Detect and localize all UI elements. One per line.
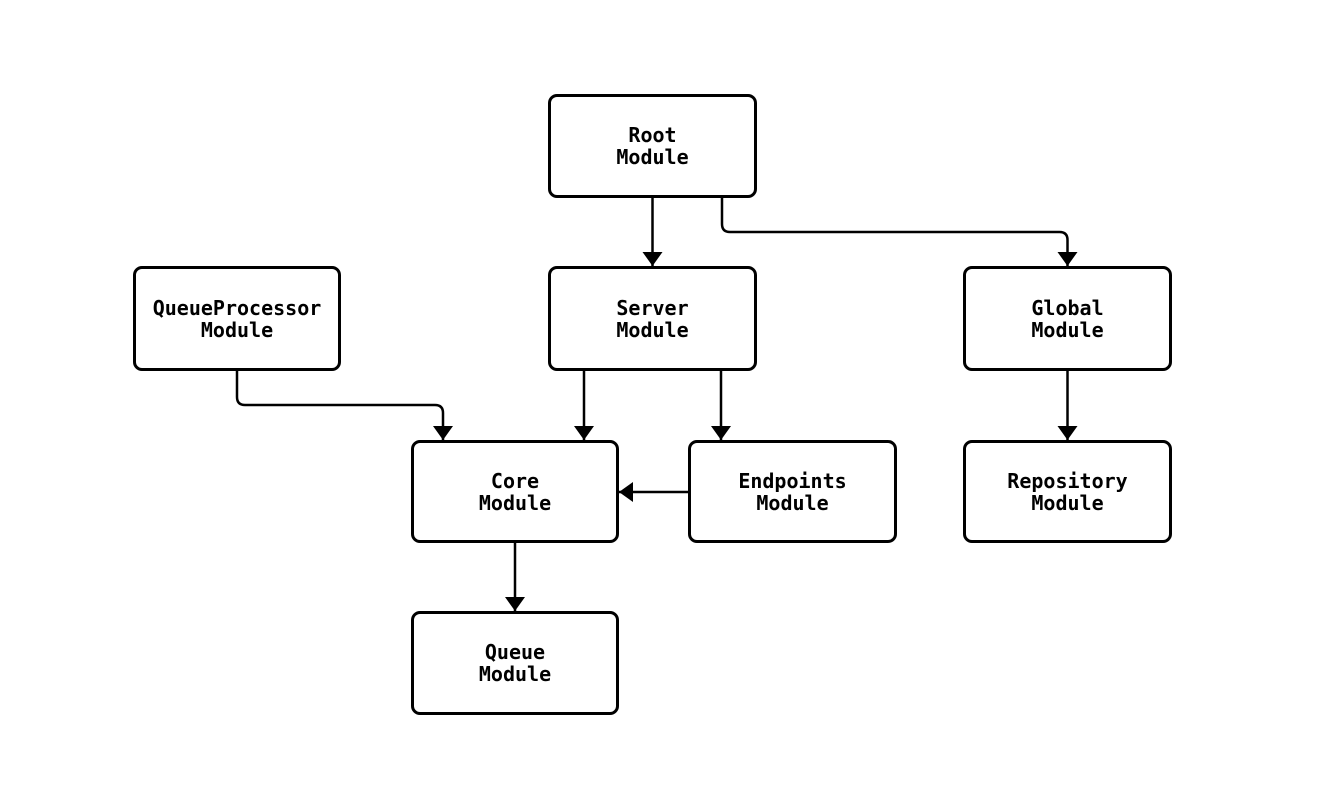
edge-root-to-global [720, 198, 1078, 266]
node-label: QueueProcessor Module [152, 295, 322, 342]
node-label: Repository Module [1007, 468, 1128, 515]
node-repository-module: Repository Module [963, 440, 1172, 543]
node-root-module: Root Module [548, 94, 757, 198]
node-label: Global Module [1031, 295, 1104, 342]
node-endpoints-module: Endpoints Module [688, 440, 897, 543]
node-label: Queue Module [478, 640, 552, 686]
node-label: Root Module [616, 123, 689, 169]
node-server-module: Server Module [548, 266, 757, 371]
node-global-module: Global Module [963, 266, 1172, 371]
edge-queueprocessor-to-core [235, 371, 453, 440]
node-label: Server Module [616, 295, 689, 342]
node-label: Core Module [478, 468, 552, 515]
node-core-module: Core Module [411, 440, 619, 543]
node-queueprocessor-module: QueueProcessor Module [133, 266, 341, 371]
node-queue-module: Queue Module [411, 611, 619, 715]
node-label: Endpoints Module [738, 468, 847, 515]
